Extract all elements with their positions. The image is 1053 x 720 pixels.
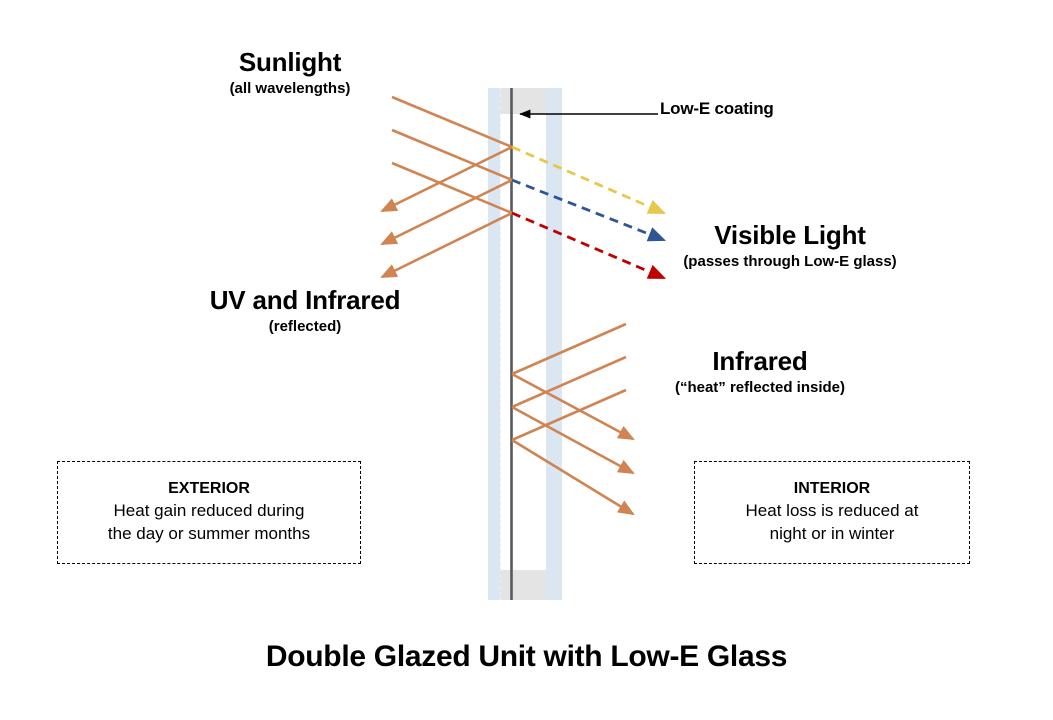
visible-light-label: Visible Light (passes through Low-E glas… <box>660 220 920 270</box>
interior-incident-ray-1 <box>511 322 627 376</box>
incident-ray-1 <box>391 95 513 149</box>
exterior-line-1: Heat gain reduced during <box>113 501 305 521</box>
exterior-heading: EXTERIOR <box>168 480 250 498</box>
interior-infrared-incident-rays <box>511 322 627 442</box>
visible-ray-blue <box>511 178 667 242</box>
glass-unit <box>488 88 562 600</box>
incident-sunlight-rays <box>391 95 513 215</box>
interior-infrared-reflected-rays <box>511 372 635 516</box>
interior-heading: INTERIOR <box>793 480 871 498</box>
outer-glass-pane <box>488 88 500 600</box>
reflected-uv-infrared-rays <box>380 145 513 279</box>
cavity-cap-bottom <box>500 570 546 600</box>
sunlight-heading: Sunlight <box>238 47 342 77</box>
reflected-ray-2 <box>380 178 513 246</box>
exterior-line-2: the day or summer months <box>107 523 311 543</box>
visible-ray-yellow <box>511 145 667 215</box>
sunlight-label: Sunlight (all wavelengths) <box>190 47 390 97</box>
interior-line-1: Heat loss is reduced at <box>745 501 919 521</box>
cavity-cap-top <box>500 88 546 114</box>
reflected-ray-3 <box>380 211 513 279</box>
interior-incident-ray-3 <box>511 388 627 442</box>
inner-glass-pane <box>546 88 562 600</box>
low-e-coating-heading: Low-E coating <box>660 99 774 118</box>
infrared-subtitle: (“heat” reflected inside) <box>674 378 846 396</box>
interior-reflected-ray-2 <box>511 405 635 475</box>
exterior-callout-box: EXTERIOR Heat gain reduced during the da… <box>57 461 361 564</box>
reflected-ray-1 <box>380 145 513 213</box>
interior-incident-ray-2 <box>511 355 627 409</box>
diagram-title: Double Glazed Unit with Low-E Glass <box>265 640 788 673</box>
interior-line-2: night or in winter <box>769 523 895 543</box>
incident-ray-2 <box>391 128 513 182</box>
transmitted-visible-rays <box>511 145 667 280</box>
uv-infrared-heading: UV and Infrared <box>209 285 401 315</box>
visible-light-subtitle: (passes through Low-E glass) <box>683 252 897 270</box>
low-e-coating-label: Low-E coating <box>660 99 860 119</box>
interior-reflected-ray-3 <box>511 438 635 516</box>
sunlight-subtitle: (all wavelengths) <box>229 79 351 97</box>
incident-ray-3 <box>391 161 513 215</box>
infrared-heading: Infrared <box>712 346 808 376</box>
visible-ray-red <box>511 211 667 280</box>
interior-reflected-ray-1 <box>511 372 635 441</box>
visible-light-heading: Visible Light <box>714 220 866 250</box>
interior-callout-box: INTERIOR Heat loss is reduced at night o… <box>694 461 970 564</box>
uv-infrared-label: UV and Infrared (reflected) <box>180 285 430 335</box>
infrared-label: Infrared (“heat” reflected inside) <box>640 346 880 396</box>
uv-infrared-subtitle: (reflected) <box>268 317 342 335</box>
